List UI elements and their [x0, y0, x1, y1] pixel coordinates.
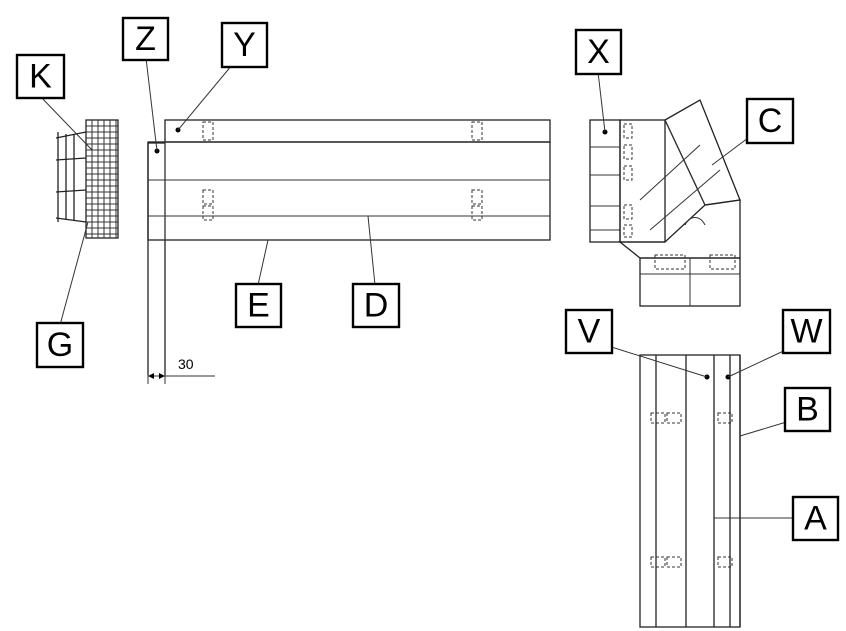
label-k: K	[15, 53, 66, 100]
label-k-text: K	[29, 58, 52, 96]
label-w-text: W	[790, 313, 822, 351]
label-y: Y	[220, 21, 269, 69]
elbow-fitting	[589, 99, 741, 307]
label-x-text: X	[587, 33, 610, 71]
label-v-text: V	[578, 313, 601, 351]
vertical-duct	[639, 354, 741, 628]
label-c-text: C	[758, 102, 783, 140]
label-c: C	[745, 97, 795, 145]
label-y-text: Y	[233, 26, 256, 64]
label-g-text: G	[47, 326, 73, 364]
grille	[55, 119, 119, 239]
label-z: Z	[121, 16, 170, 62]
label-b-text: B	[796, 391, 819, 429]
left-vertical-post	[147, 142, 166, 375]
label-w: W	[781, 308, 832, 355]
label-b: B	[783, 386, 832, 433]
label-a: A	[791, 495, 840, 542]
dimension-30-text: 30	[178, 356, 194, 372]
label-z-text: Z	[135, 20, 156, 58]
leader-lines	[39, 57, 794, 519]
horizontal-duct	[147, 119, 551, 241]
label-x: X	[574, 28, 623, 76]
label-e: E	[234, 282, 283, 329]
label-d-text: D	[364, 287, 389, 325]
label-g: G	[35, 321, 85, 369]
label-v: V	[564, 308, 614, 355]
dimension-30: 30	[147, 356, 215, 384]
label-e-text: E	[247, 287, 270, 325]
label-a-text: A	[804, 500, 827, 538]
label-d: D	[351, 282, 401, 329]
